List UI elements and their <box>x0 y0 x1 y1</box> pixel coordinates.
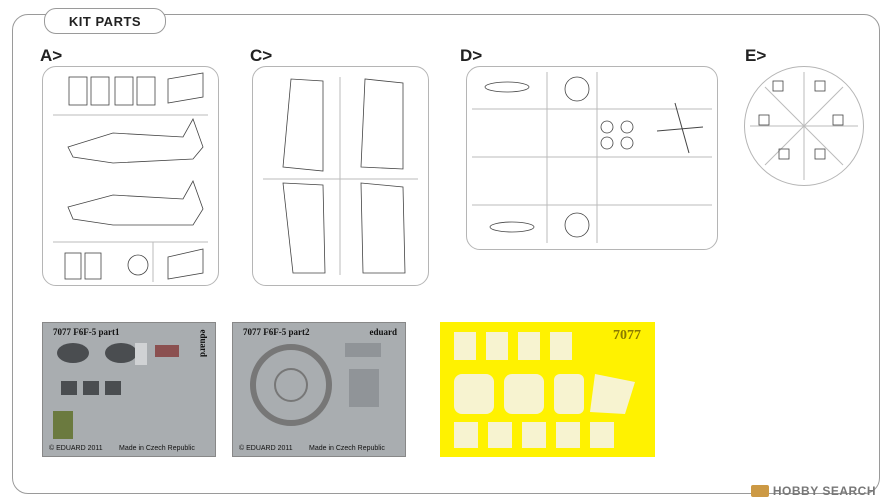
sprue-c <box>252 66 429 286</box>
section-label-e: E> <box>745 46 767 65</box>
pe2-made-in: Made in Czech Republic <box>309 445 385 452</box>
hobby-search-logo-icon <box>750 485 769 497</box>
sprue-d <box>466 66 718 250</box>
pe2-parts <box>250 343 381 426</box>
pe2-brand: eduard <box>369 327 397 337</box>
sprue-d-drawing <box>472 72 712 243</box>
pe1-copyright: © EDUARD 2011 <box>49 445 103 452</box>
section-label-d: D> <box>460 46 483 65</box>
section-label-c: C> <box>250 46 273 65</box>
sprue-e <box>744 66 864 186</box>
pe2-title: 7077 F6F-5 part2 <box>243 327 310 337</box>
mask-code: 7077 <box>613 328 641 343</box>
watermark-text: HOBBY SEARCH <box>772 484 876 498</box>
mask-shapes <box>454 332 635 448</box>
sprue-c-drawing <box>263 77 418 275</box>
photoetch-part1: 7077 F6F-5 part1 eduard © EDUARD 2011 Ma… <box>42 322 216 457</box>
sprue-a-drawing <box>53 72 208 282</box>
canopy-mask-sheet: 7077 <box>440 322 655 457</box>
sprue-a <box>42 66 219 286</box>
sprue-e-drawing <box>750 72 858 180</box>
section-label-a: A> <box>40 46 63 65</box>
pe1-made-in: Made in Czech Republic <box>119 445 195 452</box>
photoetch-part2: 7077 F6F-5 part2 eduard © EDUARD 2011 Ma… <box>232 322 406 457</box>
pe1-parts <box>53 343 179 439</box>
kit-parts-tab: KIT PARTS <box>44 8 166 34</box>
hobby-search-watermark: HOBBY SEARCH <box>750 484 876 498</box>
pe2-copyright: © EDUARD 2011 <box>239 445 293 452</box>
pe1-title: 7077 F6F-5 part1 <box>53 327 120 337</box>
